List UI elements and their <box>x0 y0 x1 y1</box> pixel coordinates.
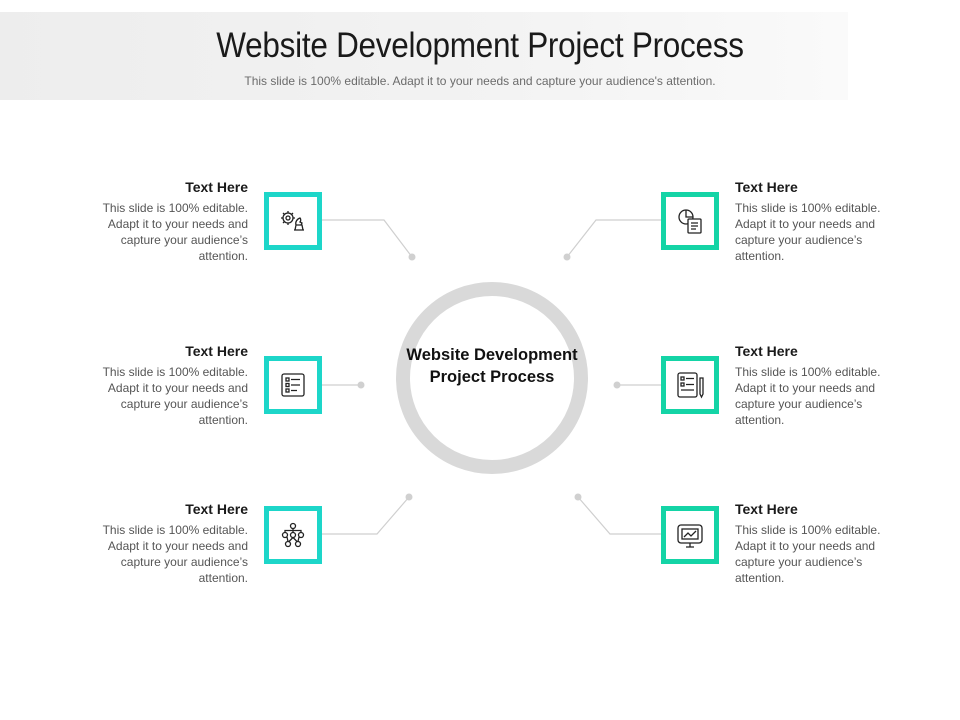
item-middle-right: Text Here This slide is 100% editable. A… <box>735 343 885 428</box>
icon-box-middle-right <box>661 356 719 414</box>
monitor-chart-icon <box>677 524 703 548</box>
hierarchy-network-icon <box>281 522 305 548</box>
item-title: Text Here <box>185 501 248 517</box>
slide-title: Website Development Project Process <box>216 26 744 65</box>
item-middle-left: Text Here This slide is 100% editable. A… <box>98 343 248 428</box>
icon-box-middle-left <box>264 356 322 414</box>
connector-dot-top-left <box>408 253 416 261</box>
item-description: This slide is 100% editable. Adapt it to… <box>735 365 881 427</box>
item-title: Text Here <box>735 179 798 195</box>
connector-dot-bottom-left <box>405 493 413 501</box>
icon-box-bottom-right <box>661 506 719 564</box>
connector-dot-middle-right <box>613 381 621 389</box>
connector-bottom-left <box>321 496 410 535</box>
item-description: This slide is 100% editable. Adapt it to… <box>102 201 248 263</box>
checklist-icon <box>281 373 305 397</box>
icon-box-top-left <box>264 192 322 250</box>
item-top-right: Text Here This slide is 100% editable. A… <box>735 179 885 264</box>
item-top-left: Text Here This slide is 100% editable. A… <box>98 179 248 264</box>
tablet-pencil-icon <box>677 372 704 399</box>
item-title: Text Here <box>735 501 798 517</box>
connector-dot-bottom-right <box>574 493 582 501</box>
connector-top-right <box>566 219 661 258</box>
connector-bottom-right <box>577 496 661 535</box>
item-description: This slide is 100% editable. Adapt it to… <box>102 365 248 427</box>
item-description: This slide is 100% editable. Adapt it to… <box>735 201 881 263</box>
item-bottom-left: Text Here This slide is 100% editable. A… <box>98 501 248 586</box>
item-description: This slide is 100% editable. Adapt it to… <box>735 523 881 585</box>
item-title: Text Here <box>185 179 248 195</box>
icon-box-bottom-left <box>264 506 322 564</box>
icon-box-top-right <box>661 192 719 250</box>
slide-subtitle: This slide is 100% editable. Adapt it to… <box>244 74 716 88</box>
header-band <box>0 12 848 100</box>
item-bottom-right: Text Here This slide is 100% editable. A… <box>735 501 885 586</box>
gear-chess-knight-icon <box>281 211 304 231</box>
center-label: Website Development Project Process <box>406 346 578 386</box>
connector-dot-top-right <box>563 253 571 261</box>
item-title: Text Here <box>185 343 248 359</box>
pie-chart-document-icon <box>678 209 702 234</box>
connector-top-left <box>321 219 413 258</box>
item-description: This slide is 100% editable. Adapt it to… <box>102 523 248 585</box>
item-title: Text Here <box>735 343 798 359</box>
connector-dot-middle-left <box>357 381 365 389</box>
